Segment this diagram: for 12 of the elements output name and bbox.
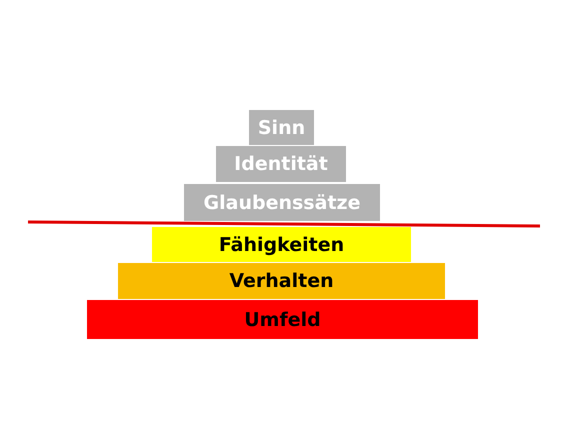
level-bar (184, 184, 380, 221)
level-bar (152, 227, 411, 262)
level-label: Sinn (258, 116, 306, 138)
level-label: Identität (234, 153, 328, 175)
level-label: Verhalten (229, 270, 334, 292)
level-bar (118, 263, 445, 299)
level-label: Glaubenssätze (204, 192, 360, 214)
level-bar (216, 146, 346, 182)
level-bar (87, 300, 478, 339)
level-label: Umfeld (244, 308, 321, 330)
level-bar (249, 110, 314, 145)
level-label: Fähigkeiten (218, 234, 344, 256)
